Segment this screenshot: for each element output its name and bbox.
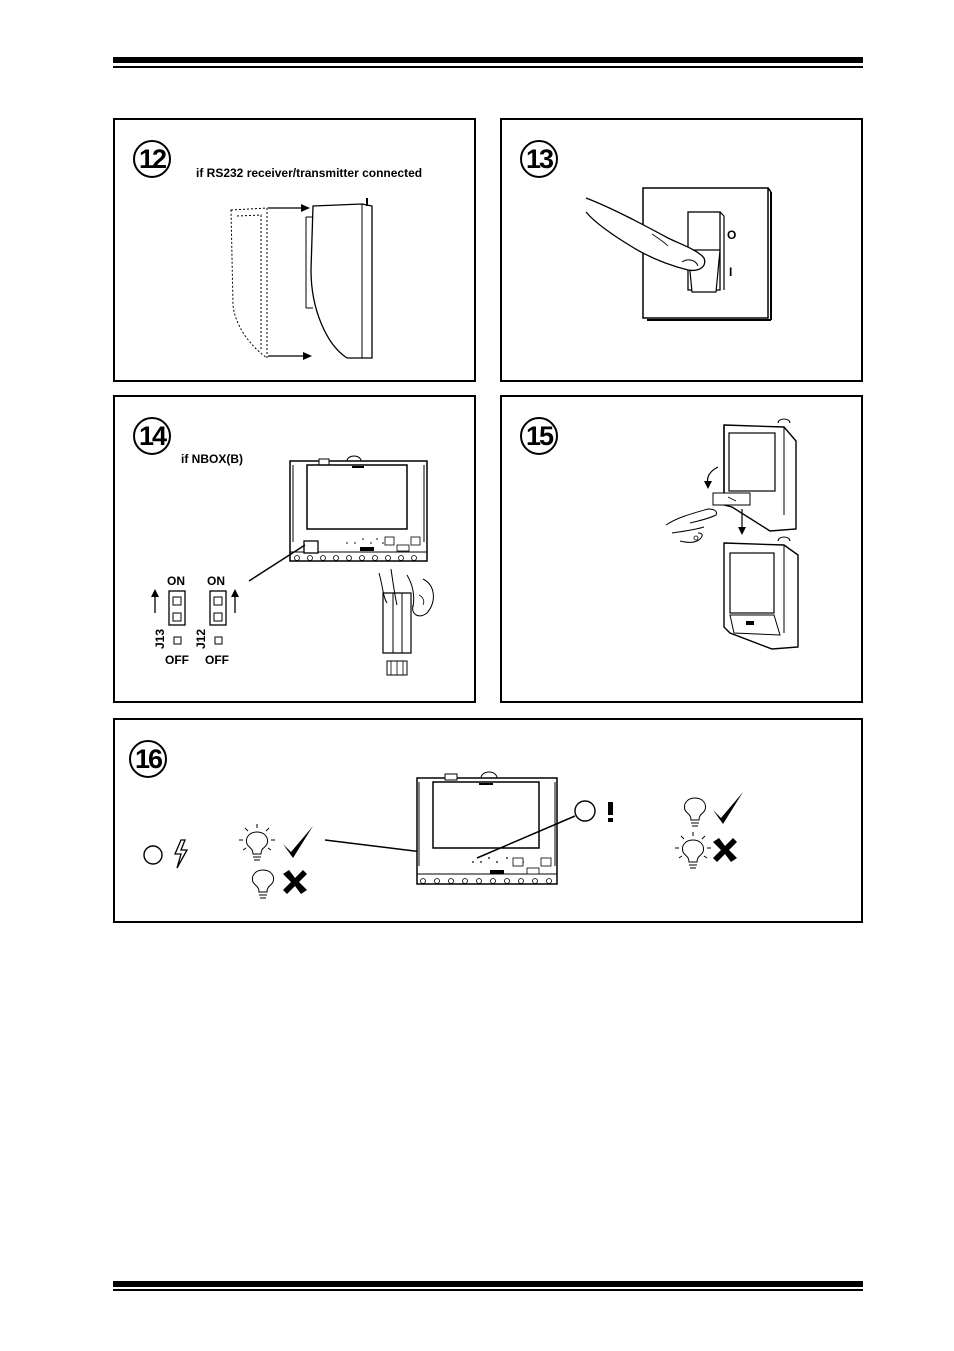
j12-off-label: OFF [205,653,229,667]
step-15-panel: 15 [500,395,863,703]
rotate-arrow-icon [704,466,719,489]
led-icon [574,800,596,822]
footer-rule-thin [113,1289,863,1291]
cross-icon [713,838,737,862]
lightning-icon [174,839,189,869]
led-icon [143,845,163,865]
j12-on-label: ON [207,574,225,588]
bulb-off-icon [252,869,274,899]
step-12-caption: if RS232 receiver/transmitter connected [196,166,423,180]
step-16-panel: 16 [113,718,863,923]
header-rule-thin [113,66,863,68]
check-icon [713,792,743,824]
bulb-off-icon [684,797,706,827]
jumper-icon [151,589,239,645]
step-15-number: 15 [520,417,558,455]
step-14-number: 14 [133,417,171,455]
j13-off-label: OFF [165,653,189,667]
arrow-down-icon [738,509,746,535]
arrow-right-icon [268,204,312,360]
step-14-caption: if NBOX(B) [181,452,243,466]
hinged-cover-illustration [230,198,373,360]
bulb-lit-icon [239,824,275,861]
switch-label-on: I [729,265,732,279]
footer-rule-thick [113,1281,863,1287]
check-icon [283,826,313,858]
bulb-lit-icon [675,832,711,869]
power-switch-icon: O I [585,187,772,321]
connector-plug-icon [382,592,412,676]
j13-label: J13 [153,629,167,649]
exclamation-icon [608,802,613,822]
j13-on-label: ON [167,574,185,588]
hand-icon [665,508,717,543]
status-led-diagram [143,771,743,899]
control-unit-illustration: ON ON OFF OFF J13 J12 [151,455,434,676]
step-12-number: 12 [133,140,171,178]
header-rule-thick [113,57,863,63]
cross-icon [283,870,307,894]
step-12-panel: 12 if RS232 receiver/transmitter connect… [113,118,476,382]
step-13-panel: 13 O I [500,118,863,382]
j12-label: J12 [194,629,208,649]
hand-icon [378,568,434,617]
finger-icon [585,197,706,272]
control-unit-illustration [665,418,799,650]
switch-label-off: O [727,228,736,242]
step-14-panel: 14 if NBOX(B) [113,395,476,703]
step-16-number: 16 [129,740,167,778]
step-13-number: 13 [520,140,558,178]
